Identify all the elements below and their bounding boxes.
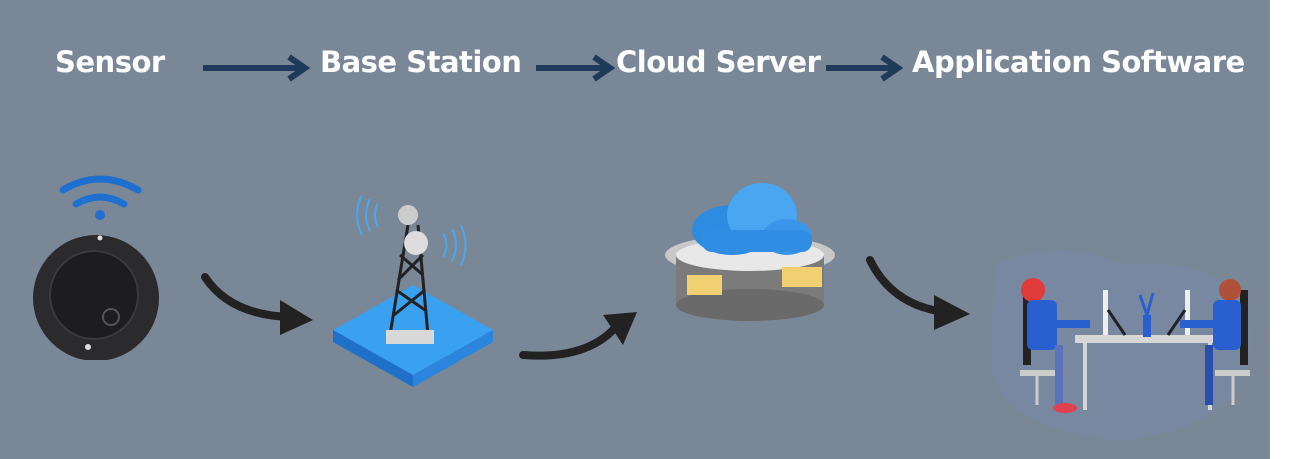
- curved-arrow-icon: [201, 273, 313, 335]
- flow-arrow-icon: [203, 54, 311, 82]
- cloud-server-icon: [665, 183, 835, 321]
- sensor-icon: [33, 175, 159, 360]
- curved-arrow-icon: [866, 256, 970, 330]
- step-label-sensor: Sensor: [55, 45, 165, 79]
- step-label-cloud-server: Cloud Server: [616, 45, 821, 79]
- flow-arrow-icon: [536, 54, 616, 82]
- curved-arrow-icon: [519, 312, 637, 360]
- step-label-base-station: Base Station: [320, 45, 522, 79]
- flow-arrow-icon: [826, 54, 904, 82]
- step-label-application-software: Application Software: [912, 45, 1245, 79]
- cell-tower-icon: [333, 195, 493, 387]
- office-workers-icon: [990, 250, 1251, 440]
